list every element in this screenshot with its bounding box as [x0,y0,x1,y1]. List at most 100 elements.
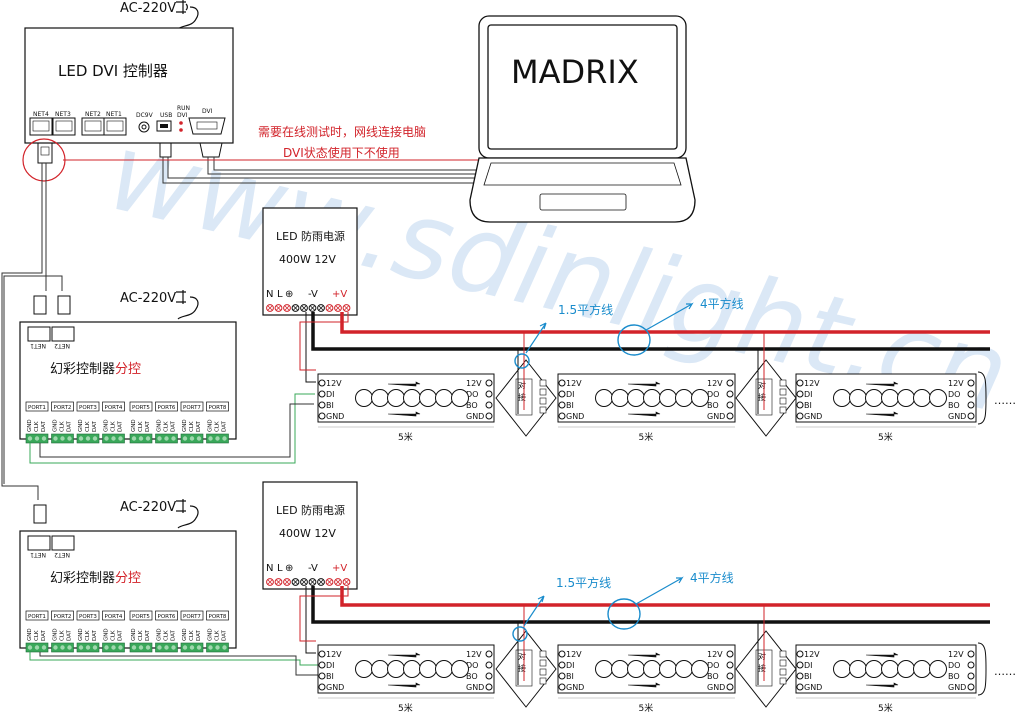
strip-out-pin-label: 12V [948,379,964,388]
port-pin-label: GND [131,419,137,432]
port-pin-label: DAT [145,421,151,432]
port-label-5: PORT5 [132,614,150,620]
strip-in-pin-label: BI [804,672,812,681]
pin-pad-icon [558,390,566,398]
joint-pin-icon [539,659,547,667]
pin-pad-icon [318,661,326,669]
terminal-screw-icon [138,436,144,441]
led-chip-icon [419,389,437,407]
strip-row-2: 12VDIBIGND12VDOBOGND5米12VDIBIGND12VDOBOG… [29,570,1016,714]
pin-pad-icon [796,379,804,387]
pin-pad-icon [485,379,493,387]
port-pin-label: GND [182,628,188,641]
laptop-screen-text: MADRIX [511,53,639,91]
joint-label-2: 接 [758,663,766,673]
strip-in-pin-label: BI [566,672,574,681]
thick-wire-label: 4平方线 [700,296,744,311]
joint-pin-icon [779,677,787,685]
power-supply-box [262,481,358,590]
port-pin-label: GND [27,628,33,641]
strip-in-pin-label: DI [326,390,335,399]
net-cable-plug [37,142,53,164]
port-pin-label: CLK [215,421,221,432]
thick-wire-highlight-circle [607,598,641,630]
joint-connector-shape [495,359,557,437]
led-chip-icon [643,389,661,407]
port-label-2: PORT2 [54,614,72,620]
terminal-screw-icon [189,436,195,441]
terminal-label-3: ⊕ [285,289,293,300]
terminal-screw-icon [34,645,40,650]
port-pin-label: DAT [41,421,47,432]
strip-out-pin-label: GND [466,412,484,421]
led-chip-icon [675,389,693,407]
port-label-frame [206,401,229,412]
terminal-screw-icon [41,645,47,650]
terminal-screw-icon [145,645,151,650]
terminal-screw-icon [222,645,227,650]
terminal-screw-icon [85,436,91,441]
port-label-frame [129,401,153,412]
net-out-port-icon [51,326,75,342]
net-in-label: NET1 [30,342,46,349]
terminal-screw-icon [157,436,162,441]
joint-pin-icon [779,397,787,405]
strip-in-pin-label: DI [326,661,335,670]
joint-pin-icon [539,406,547,414]
led-chip-icon [849,389,867,407]
direction-arrow-icon [387,381,421,387]
port-pin-label: DAT [67,421,73,432]
dvi-led-icon [179,128,183,132]
port-pin-label: CLK [111,630,117,641]
terminal-screw-icon [131,436,137,441]
pin-pad-icon [485,661,493,669]
pin-pad-icon [796,390,804,398]
terminal-label-1: N [266,289,273,300]
joint-pin-icon [539,668,547,676]
terminal-label-3: ⊕ [285,563,293,574]
gnd-signal-wire [39,403,314,458]
sub-controller-power-label: AC-220V [120,291,176,306]
terminal-label-4: -V [308,563,318,574]
sub-controller-title: 幻彩控制器分控 [50,571,141,586]
strip-in-pin-label: DI [804,661,813,670]
port-label-1: PORT1 [28,405,46,411]
terminal-cross-icon [276,579,281,585]
terminal-screw-icon [208,645,213,650]
terminal-screw-icon [131,645,137,650]
pin-pad-icon [967,683,975,691]
direction-arrow-icon [387,682,421,688]
thin-wire-label: 1.5平方线 [556,575,611,590]
port-label-frame [102,401,125,412]
strip-out-pin-label: DO [707,390,719,399]
strip-out-pin-label: BO [466,672,478,681]
joint-connector-shape [735,630,797,708]
port-label-frame [51,610,74,621]
sub-controller-title-red: 分控 [115,362,141,377]
strip-length-label: 5米 [398,702,413,714]
terminal-screw-icon [215,436,220,441]
dvi-controller: AC-220V LED DVI 控制器 NET4 NET3 NET2 NET1 … [22,0,234,182]
joint-pin-icon [779,379,787,387]
pin-pad-icon [796,401,804,409]
power-supply-title: LED 防雨电源 [276,229,345,243]
led-chip-icon [371,389,389,407]
thick-wire-highlight-circle [617,324,651,356]
led-chip-icon [913,660,931,678]
joint-label-2: 接 [518,663,526,673]
terminal-screw-icon [78,645,84,650]
port-label-frame [129,610,153,621]
strip-in-pin-label: 12V [566,379,582,388]
terminal-screw-icon [171,436,176,441]
port-pin-label: DAT [118,421,124,432]
port-pin-label: DAT [67,630,73,641]
terminal-cross-icon [301,305,307,311]
port-pin-label: DAT [145,630,151,641]
terminal-cross-icon [284,579,290,585]
sub-controller-title-main: 幻彩控制器 [50,362,115,377]
direction-arrow-icon [865,411,899,417]
led-strip-rows: 12VDIBIGND12VDOBOGND5米12VDIBIGND12VDOBOG… [29,296,1016,714]
